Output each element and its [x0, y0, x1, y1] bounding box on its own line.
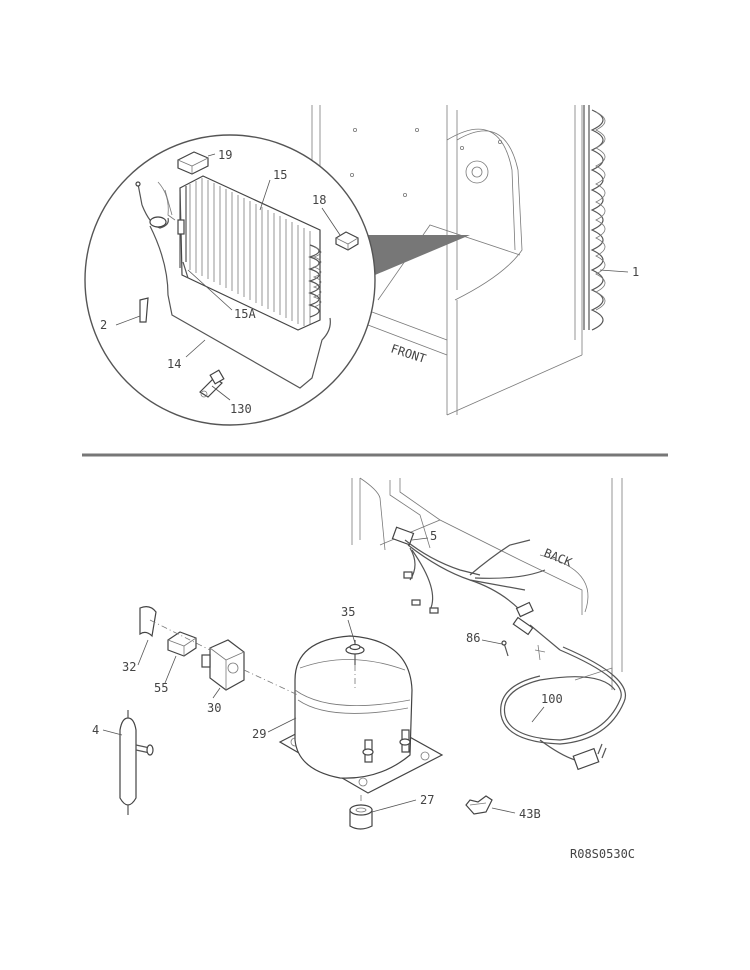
- part-86-screw: [501, 640, 509, 657]
- evaporator: [177, 175, 322, 331]
- callout-27: 27: [420, 793, 434, 807]
- power-cord: [500, 616, 626, 771]
- drawing-code: R08S0530C: [570, 847, 635, 861]
- callout-100: 100: [541, 692, 563, 706]
- callout-86: 86: [466, 631, 480, 645]
- alignment-lines: [149, 619, 362, 808]
- part-130-bolt: [199, 369, 225, 398]
- callout-29: 29: [252, 727, 266, 741]
- callout-18: 18: [312, 193, 326, 207]
- callout-32: 32: [122, 660, 136, 674]
- callout-15a: 15A: [234, 307, 256, 321]
- callout-4: 4: [92, 723, 99, 737]
- callout-30: 30: [207, 701, 221, 715]
- defrost-wiring: [135, 181, 331, 389]
- magnifier-pointer: [365, 235, 470, 275]
- part-55-switch: [167, 631, 197, 657]
- callout-35: 35: [341, 605, 355, 619]
- back-label: BACK: [542, 546, 575, 570]
- bottom-callouts: 5 35 86 100 32 55 30 29 4 27 43B: [92, 529, 563, 821]
- callout-55: 55: [154, 681, 168, 695]
- part-35-bolt: [345, 640, 365, 665]
- part-30-relay: [201, 639, 245, 691]
- callout-15: 15: [273, 168, 287, 182]
- callout-43b: 43B: [519, 807, 541, 821]
- top-leaders: [115, 153, 629, 401]
- part-43b-clip: [465, 795, 493, 815]
- part-2-clip: [139, 297, 149, 323]
- callout-19: 19: [218, 148, 232, 162]
- callout-130: 130: [230, 402, 252, 416]
- bottom-leaders: [102, 537, 545, 814]
- part-18-block: [335, 231, 359, 251]
- callout-14: 14: [167, 357, 181, 371]
- wiring-harness: [391, 526, 546, 618]
- top-callouts: 19 15 18 15A 2 14 130 1: [100, 148, 639, 416]
- condenser-coil: [583, 105, 606, 331]
- compressor: [278, 635, 444, 794]
- part-27-grommet: [349, 804, 373, 830]
- callout-5: 5: [430, 529, 437, 543]
- part-19-cover: [177, 151, 209, 175]
- part-4-drier: [119, 710, 154, 815]
- part-32-tape: [139, 606, 157, 638]
- callout-2: 2: [100, 318, 107, 332]
- callout-1: 1: [632, 265, 639, 279]
